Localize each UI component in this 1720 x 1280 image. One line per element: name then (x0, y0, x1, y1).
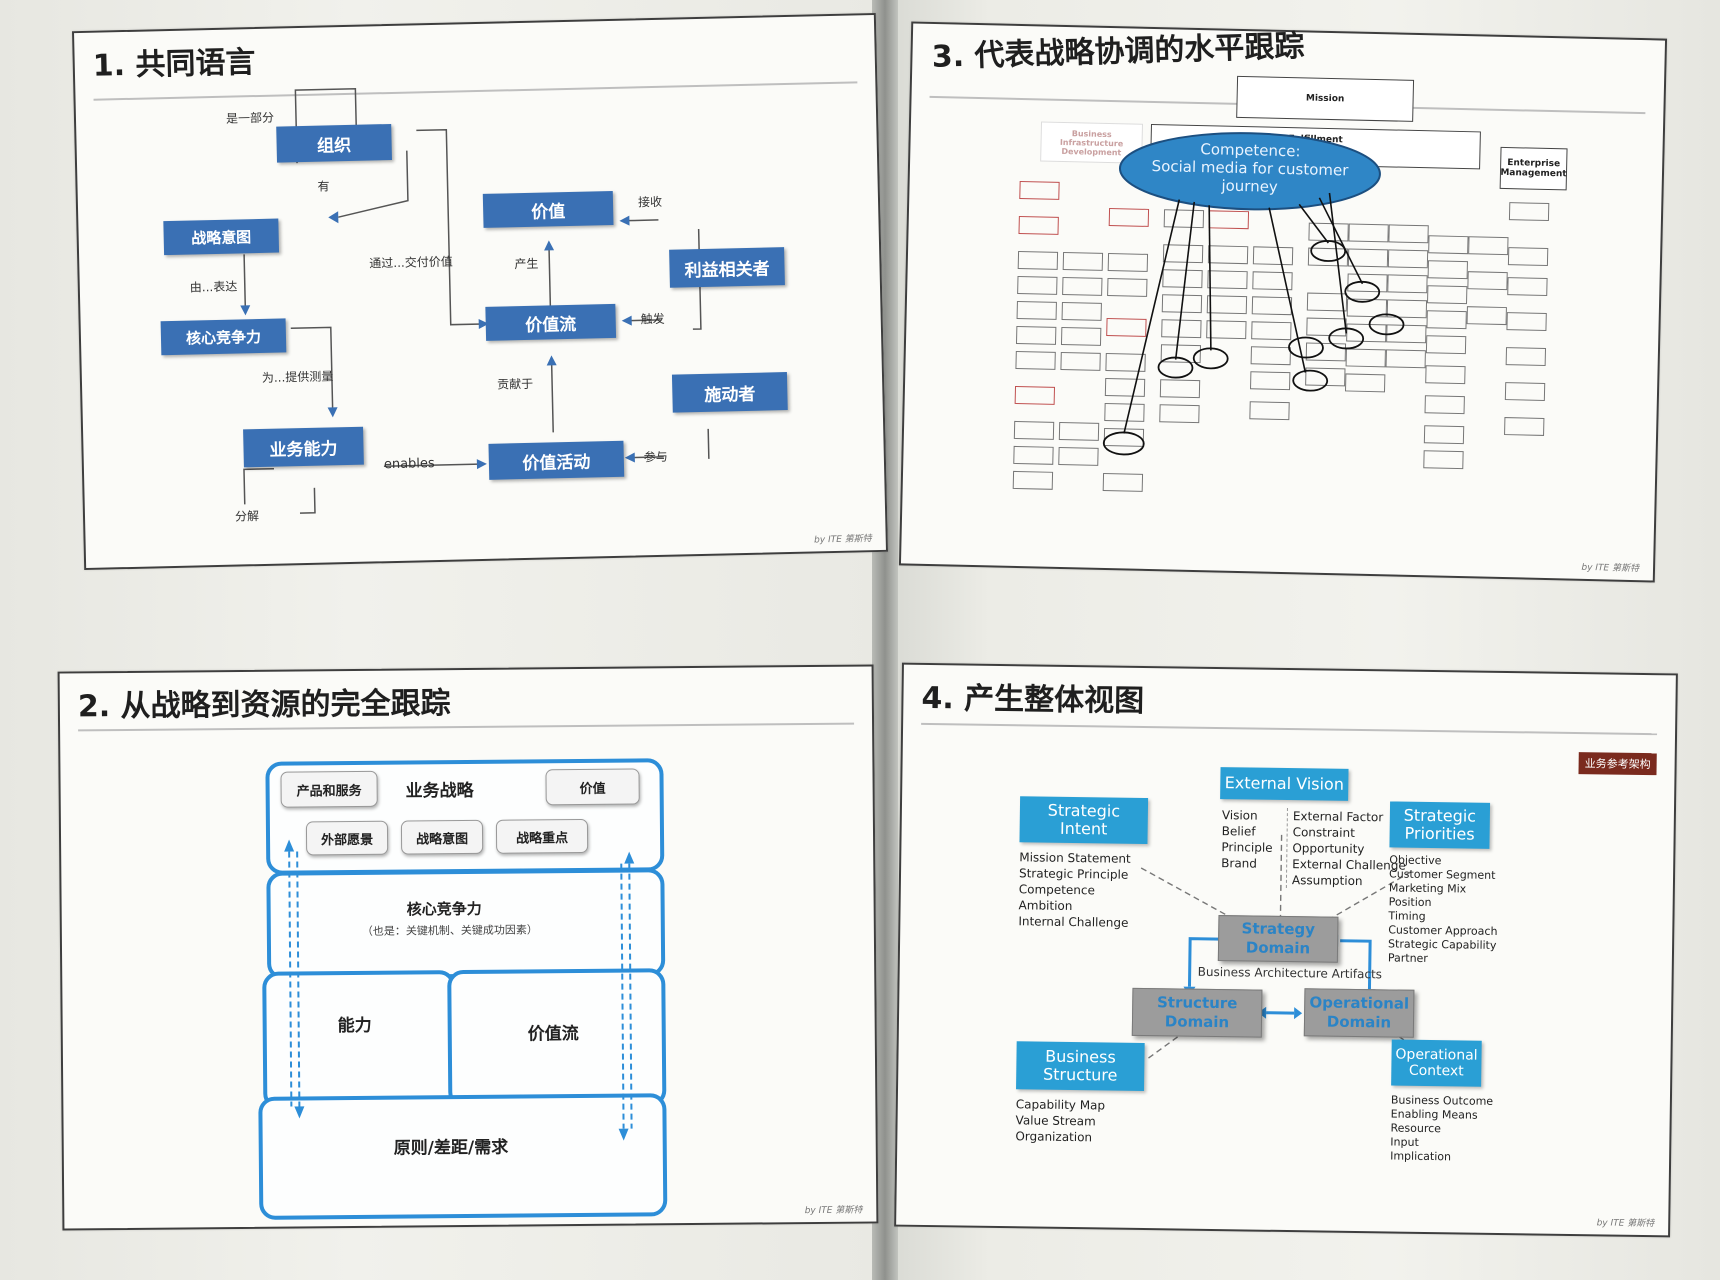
mission-statement-item: Mission Statement (1019, 850, 1131, 866)
slide-horizontal-trace: 3. 代表战略协调的水平跟踪 Mission Fulfillment Busin… (898, 21, 1668, 583)
structure-domain-line1: Structure (1156, 993, 1238, 1013)
node-business-capability: 业务能力 (243, 426, 364, 468)
box-strategic-priorities: Strategic Priorities (1389, 801, 1491, 849)
internal-challenge-item: Internal Challenge (1018, 914, 1129, 930)
trace-ellipses (1102, 132, 1405, 456)
resource-item: Resource (1390, 1121, 1442, 1136)
strategic-capability-item: Strategic Capability (1388, 937, 1497, 952)
slide-credit: by ITE 第斯特 (814, 534, 872, 546)
label-enables: enables (383, 456, 435, 473)
box-business-structure: Business Structure (1016, 1041, 1145, 1092)
trace-arrows (284, 839, 635, 1141)
node-value-label: 价值 (530, 201, 566, 223)
box-external-vision: External Vision (1220, 767, 1349, 801)
customer-approach-item: Customer Approach (1388, 923, 1498, 938)
external-vision-label: External Vision (1224, 772, 1345, 794)
slide-credit: by ITE 第斯特 (804, 1205, 863, 1217)
slide-common-language: 1. 共同语言 (71, 12, 889, 571)
marketing-mix-item: Marketing Mix (1388, 881, 1467, 896)
node-stakeholder-label: 利益相关者 (684, 258, 770, 281)
partner-item: Partner (1387, 951, 1428, 965)
node-organization-label: 组织 (316, 135, 352, 157)
node-organization: 组织 (276, 123, 392, 163)
slide-holistic-view: 4. 产生整体视图 业务参考架构 External Vision Vision … (894, 662, 1678, 1238)
node-core-competence-label: 核心竞争力 (185, 327, 262, 348)
enabling-means-item: Enabling Means (1390, 1107, 1478, 1122)
structure-list: Capability Map Value Stream Organization (1015, 1096, 1105, 1145)
node-value-activity-label: 价值活动 (522, 452, 591, 474)
box-operational-context: Operational Context (1391, 1039, 1482, 1087)
priorities-line1: Strategic (1403, 805, 1477, 826)
box-strategic-intent: Strategic Intent (1019, 796, 1149, 845)
node-value: 价值 (482, 190, 614, 228)
label-contributes: 贡献于 (496, 376, 534, 392)
node-value-stream: 价值流 (485, 303, 617, 341)
label-receive: 接收 (637, 194, 663, 210)
operational-context-line1: Operational (1395, 1046, 1478, 1064)
brand-item: Brand (1221, 856, 1258, 871)
label-part-of: 是一部分 (225, 110, 275, 126)
label-decompose: 分解 (234, 509, 260, 524)
node-actor: 施动者 (671, 372, 788, 413)
competence-ellipse-text: Competence: Social media for customer jo… (1129, 139, 1370, 198)
business-structure-line1: Business (1045, 1046, 1116, 1067)
objective-item: Objective (1389, 853, 1442, 868)
competence-item: Competence (1018, 882, 1096, 898)
node-core-competence: 核心竞争力 (160, 318, 287, 356)
vision-left-list: Vision Belief Principle Brand (1221, 807, 1273, 872)
strategic-principle-item: Strategic Principle (1018, 866, 1129, 882)
operational-domain-line1: Operational (1309, 993, 1410, 1013)
node-value-stream-label: 价值流 (525, 314, 577, 336)
slide-credit: by ITE 第斯特 (1581, 562, 1640, 575)
intent-list: Mission Statement Strategic Principle Co… (1018, 849, 1131, 931)
structure-domain-line2: Domain (1164, 1012, 1230, 1032)
label-deliver-value: 通过...交付价值 (369, 254, 453, 271)
box-strategy-domain: Strategy Domain (1217, 915, 1339, 963)
node-strategic-intent-label: 战略意图 (190, 227, 252, 248)
box-operational-domain: Operational Domain (1303, 988, 1415, 1038)
strategic-intent-line2: Intent (1059, 818, 1108, 839)
customer-segment-item: Customer Segment (1388, 867, 1496, 882)
strategy-domain-line1: Strategy (1241, 919, 1316, 939)
value-stream-item: Value Stream (1015, 1113, 1096, 1129)
box-structure-domain: Structure Domain (1131, 987, 1263, 1038)
implication-item: Implication (1390, 1149, 1452, 1164)
ambition-item: Ambition (1018, 898, 1073, 914)
organization-item: Organization (1015, 1129, 1093, 1145)
business-structure-line2: Structure (1042, 1064, 1118, 1085)
principle-item: Principle (1221, 840, 1273, 855)
strategic-intent-line1: Strategic (1047, 800, 1121, 821)
node-business-capability-label: 业务能力 (269, 438, 338, 461)
context-list: Business Outcome Enabling Means Resource… (1390, 1093, 1493, 1164)
slide-full-traceability: 2. 从战略到资源的完全跟踪 产品和服务 业务战略 价值 外部愿景 战略意图 战… (57, 664, 879, 1231)
label-expressed-by: 由...表达 (189, 279, 238, 295)
vision-item: Vision (1221, 808, 1258, 823)
label-trigger: 触发 (640, 311, 665, 327)
position-item: Position (1388, 895, 1432, 910)
operational-context-line2: Context (1408, 1062, 1464, 1080)
node-stakeholder: 利益相关者 (669, 247, 785, 288)
label-has: 有 (317, 179, 330, 194)
business-outcome-item: Business Outcome (1390, 1093, 1494, 1108)
label-produces: 产生 (514, 256, 539, 272)
operational-domain-line2: Domain (1326, 1012, 1392, 1032)
priorities-line2: Priorities (1404, 823, 1475, 844)
priorities-list: Objective Customer Segment Marketing Mix… (1388, 853, 1499, 967)
input-item: Input (1390, 1135, 1419, 1149)
slide-credit: by ITE 第斯特 (1596, 1218, 1655, 1230)
label-participate: 参与 (643, 449, 668, 465)
label-provides-measure: 为...提供测量 (261, 369, 334, 385)
belief-item: Belief (1221, 824, 1256, 839)
strategy-domain-line2: Domain (1245, 938, 1311, 958)
artifacts-label: Business Architecture Artifacts (1197, 964, 1383, 982)
node-actor-label: 施动者 (704, 384, 756, 406)
timing-item: Timing (1388, 909, 1426, 923)
node-value-activity: 价值活动 (488, 440, 625, 480)
capability-map-item: Capability Map (1015, 1097, 1106, 1113)
node-strategic-intent: 战略意图 (163, 218, 280, 256)
